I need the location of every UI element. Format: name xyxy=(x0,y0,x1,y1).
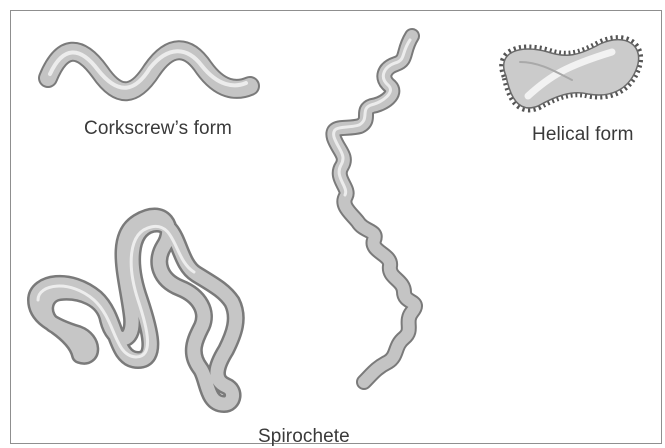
spirochete-wavy-icon xyxy=(333,36,415,382)
spirochete-label: Spirochete xyxy=(258,426,350,448)
corkscrew-bacterium-icon xyxy=(48,50,250,91)
spirochete-coiled-icon xyxy=(36,216,236,404)
corkscrew-form-label: Corkscrew’s form xyxy=(84,118,232,140)
helical-bacterium-icon xyxy=(504,40,639,108)
helical-form-label: Helical form xyxy=(532,124,634,146)
